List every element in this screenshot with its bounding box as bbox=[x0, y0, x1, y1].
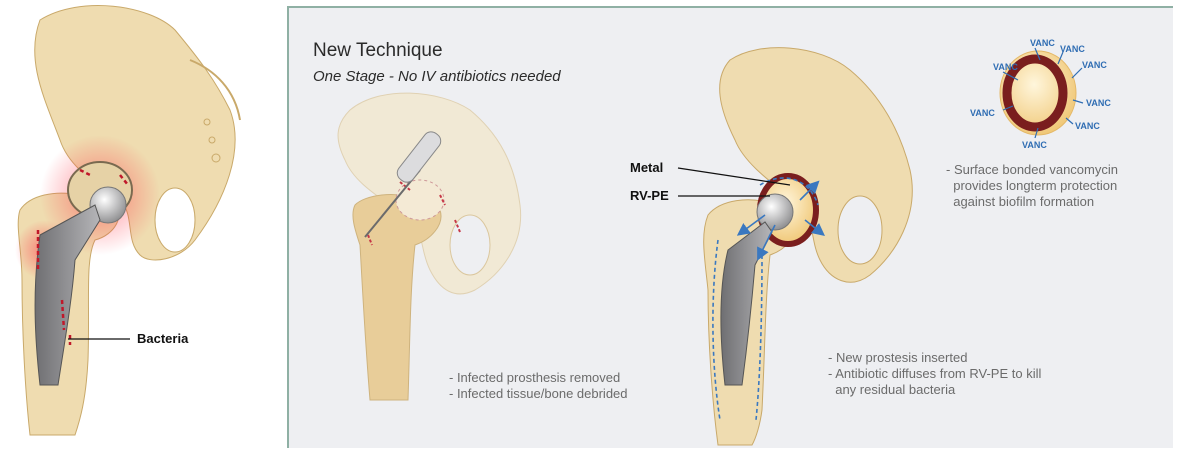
removed-caption: - Infected prosthesis removed bbox=[449, 370, 620, 386]
debrided-caption: - Infected tissue/bone debrided bbox=[449, 386, 628, 402]
empty-acetabulum bbox=[396, 180, 444, 220]
infected-hip-figure bbox=[15, 6, 240, 435]
bacteria-label: Bacteria bbox=[137, 331, 188, 346]
vanc-tag: VANC bbox=[1082, 60, 1107, 70]
rvpe-label: RV-PE bbox=[630, 188, 669, 203]
surface-caption-2: provides longterm protection bbox=[946, 178, 1117, 194]
metal-label: Metal bbox=[630, 160, 663, 175]
inserted-caption: - New prostesis inserted bbox=[828, 350, 967, 366]
vanc-tag: VANC bbox=[993, 62, 1018, 72]
femur-bone-faded bbox=[353, 195, 441, 400]
diffuses-caption-2: any residual bacteria bbox=[828, 382, 955, 398]
page-subtitle: One Stage - No IV antibiotics needed bbox=[313, 68, 561, 85]
diffuses-caption-1: - Antibiotic diffuses from RV-PE to kill bbox=[828, 366, 1041, 382]
obturator-foramen-right bbox=[838, 196, 882, 264]
vanc-tag: VANC bbox=[1030, 38, 1055, 48]
vanc-tag: VANC bbox=[1022, 140, 1047, 150]
vanc-tag: VANC bbox=[1086, 98, 1111, 108]
obturator-foramen bbox=[155, 188, 195, 252]
vanc-tag: VANC bbox=[1075, 121, 1100, 131]
surface-caption-1: - Surface bonded vancomycin bbox=[946, 162, 1118, 178]
vanc-tag: VANC bbox=[970, 108, 995, 118]
obturator-foramen-faded bbox=[450, 215, 490, 275]
surface-caption-3: against biofilm formation bbox=[946, 194, 1094, 210]
vanc-tag: VANC bbox=[1060, 44, 1085, 54]
debridement-figure bbox=[338, 93, 521, 400]
page-title: New Technique bbox=[313, 40, 443, 62]
